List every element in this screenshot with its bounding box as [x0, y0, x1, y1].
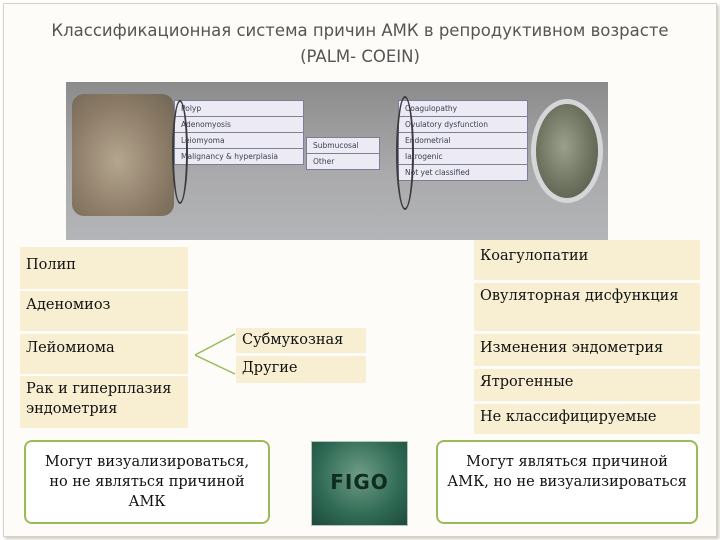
figo-logo: FIGO — [311, 441, 408, 526]
photo-oval-left — [172, 100, 188, 204]
figo-logo-text: FIGO — [330, 470, 389, 494]
photo-row: Coagulopathy — [399, 101, 527, 117]
leiomyoma-sub-submucosal: Субмукозная — [236, 328, 366, 353]
coein-item-coagulopathy: Коагулопатии — [474, 240, 700, 280]
note-visualizable: Могут визуализироваться, но не являться … — [24, 440, 270, 524]
coin-illustration — [536, 104, 598, 198]
note-not-visualizable: Могут являться причиной АМК, но не визуа… — [436, 440, 698, 524]
palm-item-malignancy: Рак и гиперплазия эндометрия — [20, 376, 188, 428]
photo-row: Ovulatory dysfunction — [399, 117, 527, 133]
photo-row: Endometrial — [399, 133, 527, 149]
coein-item-ovulatory: Овуляторная дисфункция — [474, 283, 700, 331]
slide-title: Классификационная система причин АМК в р… — [51, 21, 669, 66]
photo-row: Other — [313, 157, 335, 166]
leiomyoma-connector — [195, 333, 236, 375]
palm-item-leiomyoma: Лейомиома — [20, 334, 188, 374]
hand-illustration — [72, 94, 174, 216]
coein-item-iatrogenic: Ятрогенные — [474, 369, 700, 401]
palm-item-polyp: Полип — [20, 247, 188, 289]
photo-row: Malignancy & hyperplasia — [181, 152, 278, 161]
photo-row: Submucosal — [307, 138, 379, 154]
photo-chart-middle: Submucosal Other — [306, 137, 380, 170]
coein-item-endometrial: Изменения эндометрия — [474, 334, 700, 366]
photo-row: Leiomyoma — [175, 133, 303, 149]
photo-row: Iatrogenic — [399, 149, 527, 165]
palm-coein-photo: Polyp Adenomyosis Leiomyoma Malignancy &… — [66, 82, 608, 240]
photo-chart-left: Polyp Adenomyosis Leiomyoma Malignancy &… — [174, 100, 304, 165]
photo-chart-right: Coagulopathy Ovulatory dysfunction Endom… — [398, 100, 528, 181]
coein-item-not-classified: Не классифицируемые — [474, 404, 700, 434]
photo-row: Polyp — [175, 101, 303, 117]
photo-oval-right — [396, 96, 414, 210]
photo-row: Not yet classified — [405, 168, 470, 177]
leiomyoma-sub-other: Другие — [236, 356, 366, 383]
photo-row: Adenomyosis — [175, 117, 303, 133]
palm-item-adenomyosis: Аденомиоз — [20, 291, 188, 331]
